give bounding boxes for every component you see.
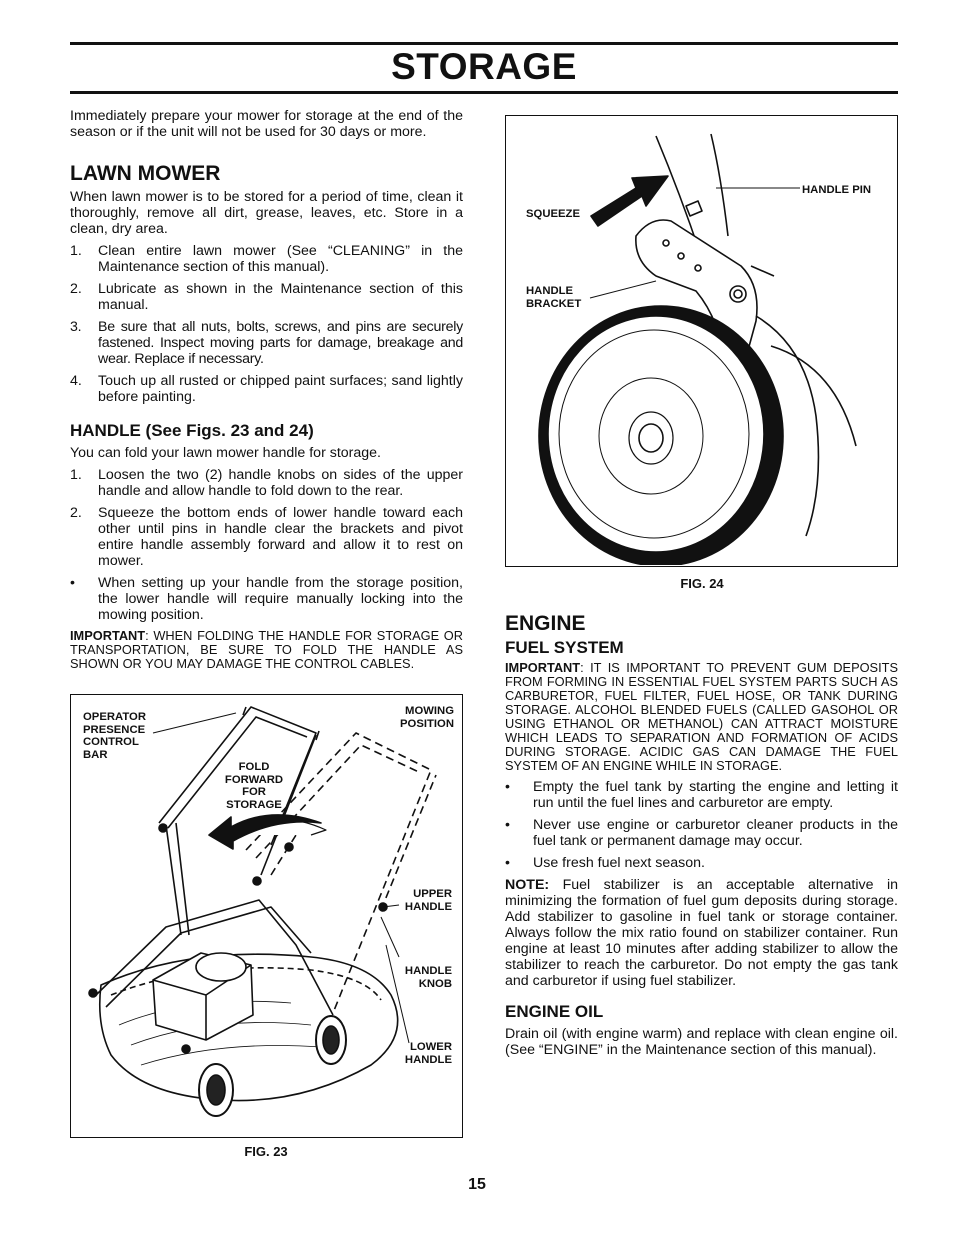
list-item: 1. Loosen the two (2) handle knobs on si… bbox=[70, 467, 463, 499]
fuel-important: IMPORTANT: IT IS IMPORTANT TO PREVENT GU… bbox=[505, 660, 898, 773]
fold-forward-label: FOLD FORWARD FOR STORAGE bbox=[224, 761, 284, 811]
mowing-position-label: MOWING POSITION bbox=[400, 705, 454, 730]
list-item: 1. Clean entire lawn mower (See “CLEANIN… bbox=[70, 243, 463, 275]
squeeze-label: SQUEEZE bbox=[526, 208, 580, 220]
important-label: IMPORTANT bbox=[505, 660, 581, 675]
handle-text: You can fold your lawn mower handle for … bbox=[70, 445, 381, 461]
list-item: • Empty the fuel tank by starting the en… bbox=[505, 779, 898, 811]
engine-heading: ENGINE bbox=[505, 612, 586, 635]
title-rule-bottom bbox=[70, 91, 898, 94]
mower-illustration bbox=[88, 706, 437, 1117]
list-item: 4. Touch up all rusted or chipped paint … bbox=[70, 373, 463, 405]
list-item: • When setting up your handle from the s… bbox=[70, 575, 463, 623]
handle-knob-label: HANDLE KNOB bbox=[404, 965, 452, 990]
handle-important: IMPORTANT: WHEN FOLDING THE HANDLE FOR S… bbox=[70, 628, 463, 671]
fuel-note: NOTE: Fuel stabilizer is an acceptable a… bbox=[505, 877, 898, 989]
upper-handle-label: UPPER HANDLE bbox=[404, 888, 452, 913]
title-rule-top bbox=[70, 42, 898, 45]
list-item: • Use fresh fuel next season. bbox=[505, 855, 705, 871]
list-item: 2. Lubricate as shown in the Maintenance… bbox=[70, 281, 463, 313]
page-title: STORAGE bbox=[391, 46, 577, 87]
fuel-system-heading: FUEL SYSTEM bbox=[505, 638, 624, 657]
left-column: Immediately prepare your mower for stora… bbox=[70, 108, 463, 671]
note-label: NOTE: bbox=[505, 877, 550, 893]
list-item: • Never use engine or carburetor cleaner… bbox=[505, 817, 898, 849]
fig-23-caption: FIG. 23 bbox=[244, 1144, 288, 1159]
engine-oil-heading: ENGINE OIL bbox=[505, 1002, 604, 1021]
engine-column: ENGINE FUEL SYSTEM IMPORTANT: IT IS IMPO… bbox=[505, 612, 898, 1058]
handle-list: 1. Loosen the two (2) handle knobs on si… bbox=[70, 467, 463, 623]
intro-text: Immediately prepare your mower for stora… bbox=[70, 108, 463, 140]
lower-handle-label: LOWER HANDLE bbox=[404, 1041, 452, 1066]
lawn-mower-text: When lawn mower is to be stored for a pe… bbox=[70, 189, 463, 237]
fuel-bullets: • Empty the fuel tank by starting the en… bbox=[505, 779, 898, 871]
handle-bracket-label: HANDLE BRACKET bbox=[526, 285, 582, 310]
handle-heading: HANDLE (See Figs. 23 and 24) bbox=[70, 421, 314, 440]
wheel-bracket-illustration bbox=[538, 133, 857, 565]
page-number: 15 bbox=[468, 1176, 486, 1193]
list-item: 2. Squeeze the bottom ends of lower hand… bbox=[70, 505, 463, 569]
operator-presence-label: OPERATOR PRESENCE CONTROL BAR bbox=[83, 711, 146, 761]
figure-23: OPERATOR PRESENCE CONTROL BAR MOWING POS… bbox=[70, 694, 463, 1138]
list-item: 3. Be sure that all nuts, bolts, screws,… bbox=[70, 319, 463, 367]
figure-24: HANDLE PIN SQUEEZE HANDLE BRACKET bbox=[505, 115, 898, 567]
lawn-mower-heading: LAWN MOWER bbox=[70, 162, 221, 185]
important-label: IMPORTANT bbox=[70, 628, 146, 643]
handle-pin-label: HANDLE PIN bbox=[802, 184, 872, 196]
lawn-mower-list: 1. Clean entire lawn mower (See “CLEANIN… bbox=[70, 243, 463, 405]
fig-24-caption: FIG. 24 bbox=[680, 576, 724, 591]
engine-oil-text: Drain oil (with engine warm) and replace… bbox=[505, 1026, 898, 1058]
